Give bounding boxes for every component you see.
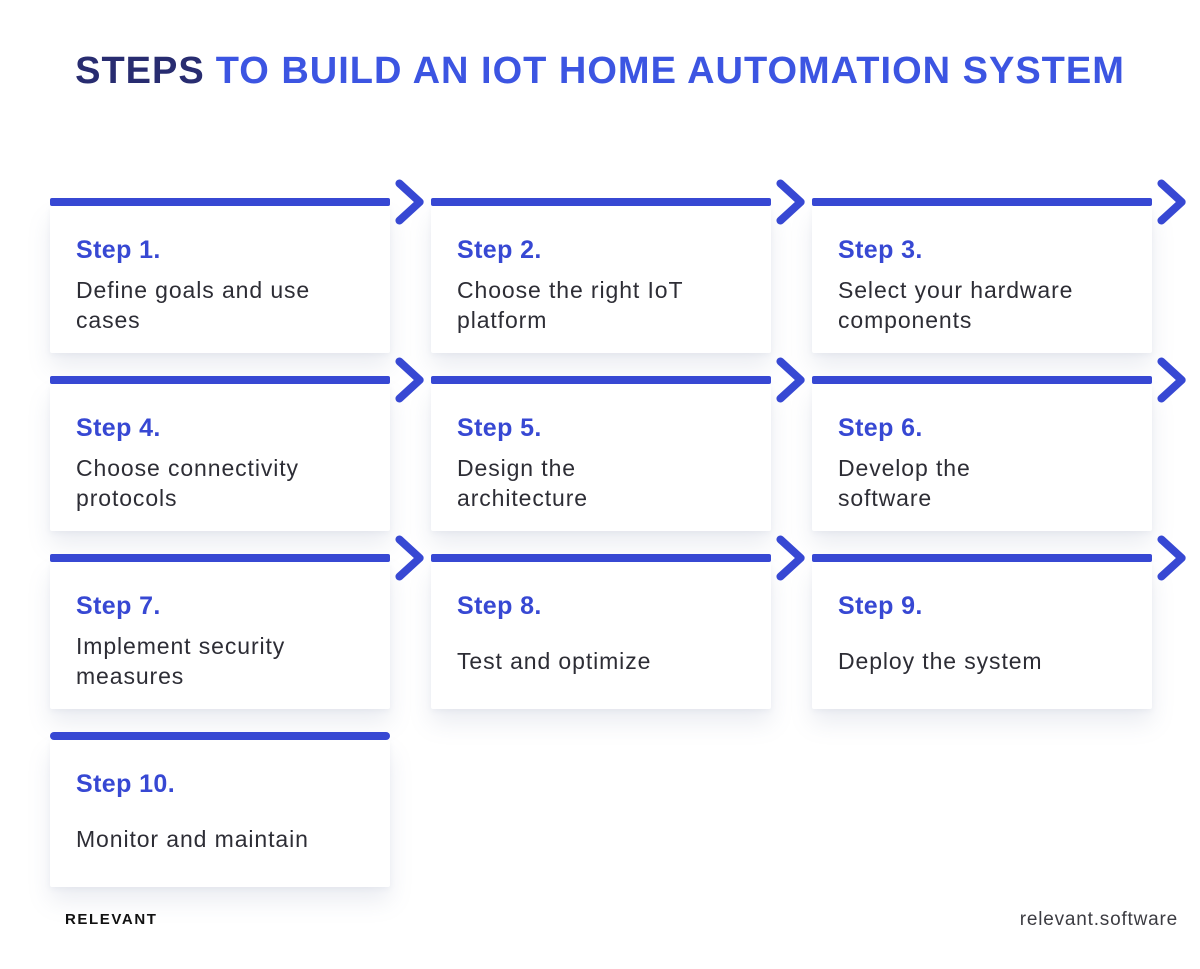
- step-cell-8: Step 8. Test and optimize: [431, 535, 805, 709]
- arrow-bar: [431, 198, 771, 206]
- arrow-bar: [50, 376, 390, 384]
- step-arrow: [812, 535, 1186, 581]
- step-arrow: [431, 357, 805, 403]
- step-cell-1: Step 1. Define goals and use cases: [50, 179, 424, 353]
- arrow-chevron-icon: [1157, 179, 1186, 225]
- step-arrow: [50, 179, 424, 225]
- step-description: Choose connectivity protocols: [76, 455, 299, 511]
- arrow-chevron-icon: [776, 535, 805, 581]
- step-label: Step 10.: [76, 770, 176, 798]
- step-card: Step 5. Design the architecture: [431, 384, 771, 531]
- step-description: Choose the right IoT platform: [457, 277, 684, 333]
- step-cell-10: Step 10. Monitor and maintain: [50, 732, 390, 887]
- step-cell-4: Step 4. Choose connectivity protocols: [50, 357, 424, 531]
- step-arrow: [431, 179, 805, 225]
- step-arrow: [50, 357, 424, 403]
- arrow-chevron-icon: [1157, 535, 1186, 581]
- arrow-bar: [812, 376, 1152, 384]
- step-arrow: [812, 179, 1186, 225]
- brand-logo: RELEVANT: [65, 911, 158, 928]
- arrow-chevron-icon: [395, 535, 424, 581]
- step-description: Implement security measures: [76, 633, 286, 689]
- arrow-chevron-icon: [395, 357, 424, 403]
- step-card: Step 7. Implement security measures: [50, 562, 390, 709]
- step-cell-3: Step 3. Select your hardware components: [812, 179, 1186, 353]
- step-label: Step 3.: [838, 236, 923, 264]
- step-label: Step 7.: [76, 592, 161, 620]
- step-label: Step 8.: [457, 592, 542, 620]
- step-card: Step 2. Choose the right IoT platform: [431, 206, 771, 353]
- step-cell-9: Step 9. Deploy the system: [812, 535, 1186, 709]
- step-arrow: [812, 357, 1186, 403]
- step-cell-6: Step 6. Develop the software: [812, 357, 1186, 531]
- step-card: Step 9. Deploy the system: [812, 562, 1152, 709]
- arrow-bar: [50, 554, 390, 562]
- step-label: Step 2.: [457, 236, 542, 264]
- arrow-bar: [50, 732, 390, 740]
- steps-grid: Step 1. Define goals and use cases Step …: [50, 179, 1186, 887]
- step-description: Test and optimize: [457, 648, 652, 675]
- step-label: Step 9.: [838, 592, 923, 620]
- step-label: Step 6.: [838, 414, 923, 442]
- arrow-bar: [431, 554, 771, 562]
- step-card: Step 3. Select your hardware components: [812, 206, 1152, 353]
- step-card: Step 1. Define goals and use cases: [50, 206, 390, 353]
- step-card: Step 8. Test and optimize: [431, 562, 771, 709]
- step-label: Step 1.: [76, 236, 161, 264]
- title-prefix: STEPS: [75, 50, 205, 92]
- arrow-chevron-icon: [776, 357, 805, 403]
- step-description: Define goals and use cases: [76, 277, 311, 333]
- step-arrow: [431, 535, 805, 581]
- step-description: Select your hardware components: [838, 277, 1074, 333]
- step-label: Step 5.: [457, 414, 542, 442]
- step-description: Design the architecture: [457, 455, 588, 511]
- arrow-bar: [50, 198, 390, 206]
- step-cell-5: Step 5. Design the architecture: [431, 357, 805, 531]
- step-card: Step 6. Develop the software: [812, 384, 1152, 531]
- step-label: Step 4.: [76, 414, 161, 442]
- step-description: Develop the software: [838, 455, 971, 511]
- step-cell-7: Step 7. Implement security measures: [50, 535, 424, 709]
- arrow-chevron-icon: [395, 179, 424, 225]
- step-arrow: [50, 732, 390, 740]
- title-rest: TO BUILD AN IOT HOME AUTOMATION SYSTEM: [215, 50, 1125, 92]
- step-card: Step 10. Monitor and maintain: [50, 740, 390, 887]
- step-arrow: [50, 535, 424, 581]
- arrow-chevron-icon: [1157, 357, 1186, 403]
- step-cell-2: Step 2. Choose the right IoT platform: [431, 179, 805, 353]
- website-text: relevant.software: [1019, 909, 1178, 930]
- arrow-chevron-icon: [776, 179, 805, 225]
- step-card: Step 4. Choose connectivity protocols: [50, 384, 390, 531]
- arrow-bar: [812, 198, 1152, 206]
- step-description: Deploy the system: [838, 648, 1043, 675]
- arrow-bar: [431, 376, 771, 384]
- arrow-bar: [812, 554, 1152, 562]
- step-description: Monitor and maintain: [76, 826, 309, 853]
